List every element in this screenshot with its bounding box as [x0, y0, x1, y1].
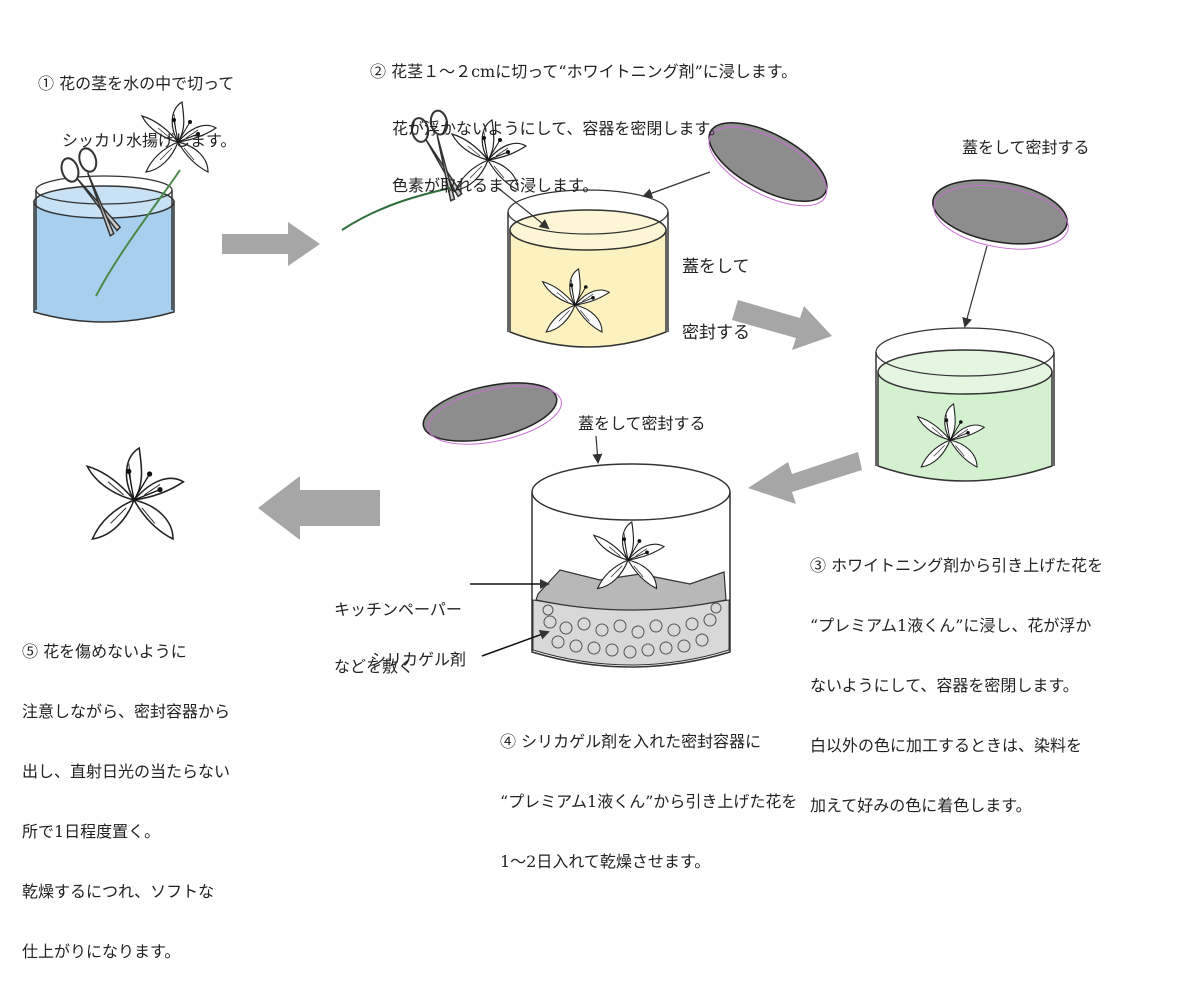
step2-text: ② 花茎１～２cmに切って“ホワイトニング剤”に浸します。 花が浮かないようにし… [370, 24, 797, 233]
process-arrow-icon [258, 476, 380, 540]
process-arrow-icon [732, 300, 832, 350]
step2-jar [507, 189, 669, 348]
step4-line: ④ シリカゲル剤を入れた密封容器に [500, 732, 762, 751]
silica-gel-label: シリカゲル剤 [370, 650, 467, 669]
step3-line: 加えて好みの色に着色します。 [810, 796, 1032, 815]
kitchen-paper-label: キッチンペーパー などを敷く [334, 562, 462, 714]
step5-line: ⑤ 花を傷めないように [22, 642, 187, 661]
lid-seal-label-4: 蓋をして密封する [578, 414, 706, 433]
step5-text: ⑤ 花を傷めないように 注意しながら、密封容器から 出し、直射日光の当たらない … [22, 602, 230, 1002]
step2-line: 色素が取れるまで浸します。 [392, 176, 599, 195]
step1-line: ① 花の茎を水の中で切って [38, 74, 235, 93]
step2-cut-stem [341, 187, 451, 231]
step1-text: ① 花の茎を水の中で切って シッカリ水揚げします。 [38, 36, 236, 188]
step1-line: シッカリ水揚げします。 [62, 131, 237, 150]
step5-line: 所で1日程度置く。 [22, 822, 161, 841]
step4-lid-icon [422, 382, 562, 445]
step1-jar [33, 175, 175, 323]
kitchen-paper-line: などを敷く [334, 657, 415, 676]
step2-line: 花が浮かないようにして、容器を密閉します。 [392, 119, 725, 138]
step1-stem [95, 169, 181, 297]
diagram-drawing [33, 101, 1069, 668]
step5-line: 注意しながら、密封容器から [22, 702, 231, 721]
step5-line: 出し、直射日光の当たらない [22, 762, 231, 781]
lid-seal-line: 蓋をして [682, 257, 750, 277]
step3-text: ③ ホワイトニング剤から引き上げた花を “プレミアム1液くん”に浸し、花が浮か … [810, 516, 1103, 856]
kitchen-paper-line: キッチンペーパー [334, 600, 462, 619]
process-arrow-icon [222, 222, 320, 266]
lid-seal-label-3: 蓋をして密封する [962, 138, 1090, 157]
step3-line: ③ ホワイトニング剤から引き上げた花を [810, 556, 1104, 575]
step4-line: 1～2日入れて乾燥させます。 [500, 852, 711, 871]
step3-line: 白以外の色に加工するときは、染料を [810, 736, 1083, 755]
step3-lid-icon [932, 179, 1069, 250]
lid-seal-label-2: 蓋をして 密封する [682, 212, 750, 388]
step2-lid-icon [708, 121, 828, 207]
step3-line: ないようにして、容器を密閉します。 [810, 676, 1079, 695]
lid-seal-line: 密封する [682, 323, 750, 343]
process-arrow-icon [748, 452, 862, 504]
step3-jar [875, 327, 1055, 482]
step4-text: ④ シリカゲル剤を入れた密封容器に “プレミアム1液くん”から引き上げた花を 1… [500, 692, 797, 912]
silica-gel-beads [542, 602, 722, 659]
step5-line: 仕上がりになります。 [22, 942, 181, 961]
step4-jar [531, 463, 731, 668]
dry-flower-process-diagram: ① 花の茎を水の中で切って シッカリ水揚げします。 ② 花茎１～２cmに切って“… [22, 24, 1103, 961]
step4-line: “プレミアム1液くん”から引き上げた花を [500, 792, 798, 811]
step2-line: ② 花茎１～２cmに切って“ホワイトニング剤”に浸します。 [370, 62, 798, 81]
step5-line: 乾燥するにつれ、ソフトな [22, 882, 215, 901]
step3-line: “プレミアム1液くん”に浸し、花が浮か [810, 616, 1092, 635]
step5-lily-icon [86, 447, 185, 540]
